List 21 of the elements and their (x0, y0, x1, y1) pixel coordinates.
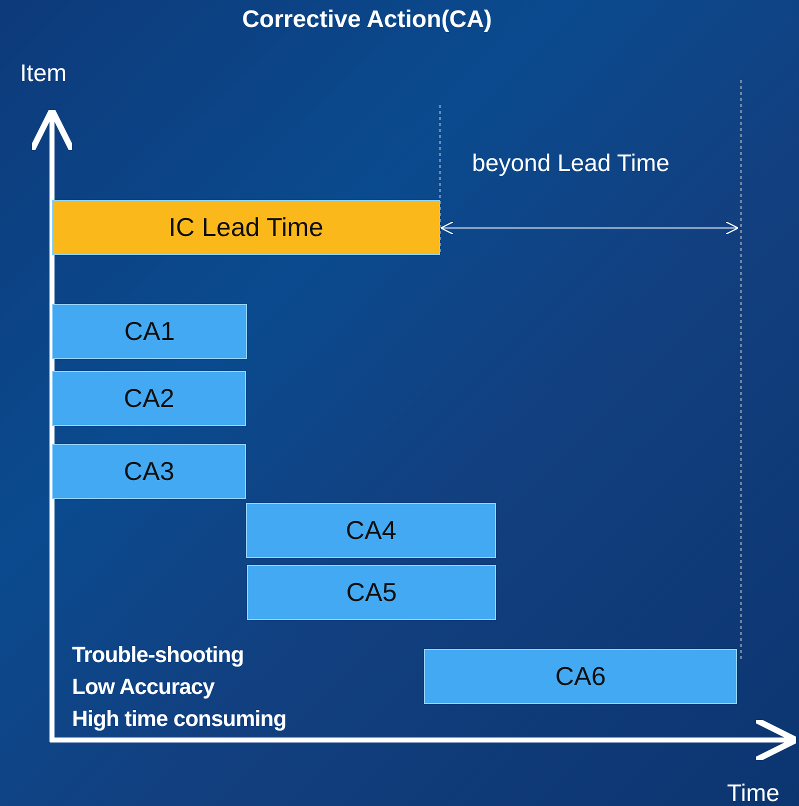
note-text: High time consuming (72, 706, 286, 732)
bar-label: CA6 (555, 661, 606, 692)
timeline-bar (246, 503, 496, 558)
span-label: beyond Lead Time (472, 150, 670, 178)
bar-label: CA3 (124, 456, 174, 487)
timeline-bar (424, 649, 737, 704)
timeline-bar (247, 565, 496, 620)
timeline-bar (52, 304, 247, 359)
timeline-bar (52, 200, 440, 255)
axis-label: Time (727, 780, 780, 806)
note-text: Low Accuracy (72, 674, 214, 700)
bar-label: CA5 (346, 577, 397, 608)
bar-label: CA2 (124, 383, 174, 414)
bar-label: IC Lead Time (168, 212, 324, 243)
axis-label: Item (20, 60, 67, 88)
bar-label: CA1 (124, 316, 175, 347)
note-text: Trouble-shooting (72, 642, 244, 668)
timeline-bar (52, 371, 246, 426)
bar-label: CA4 (346, 515, 396, 546)
diagram-title: Corrective Action(CA) (241, 6, 493, 34)
timeline-bar (52, 444, 246, 499)
